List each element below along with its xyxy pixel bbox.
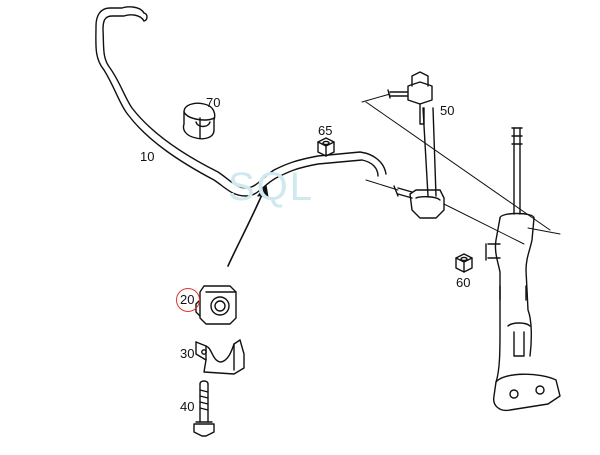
rubber-bushing-70 <box>182 102 216 140</box>
part-label-50: 50 <box>440 103 455 118</box>
highlight-circle <box>176 288 200 312</box>
bushing-clamp-30 <box>195 339 245 375</box>
clamp-bolt-40 <box>193 380 215 437</box>
assembly-arrow <box>227 185 269 267</box>
nut-60 <box>455 253 473 273</box>
part-label-40: 40 <box>180 399 195 414</box>
reference-lines <box>361 93 561 245</box>
shock-absorber <box>485 127 561 412</box>
stabilizer-bar <box>95 6 387 197</box>
part-label-65: 65 <box>318 123 333 138</box>
watermark: SQL <box>228 165 315 209</box>
part-label-10: 10 <box>140 149 155 164</box>
part-label-60: 60 <box>456 275 471 290</box>
part-label-70: 70 <box>206 95 221 110</box>
stabilizer-link-50 <box>387 71 445 219</box>
nut-65 <box>317 137 335 157</box>
part-label-30: 30 <box>180 346 195 361</box>
stabilizer-bushing-20 <box>195 285 237 325</box>
